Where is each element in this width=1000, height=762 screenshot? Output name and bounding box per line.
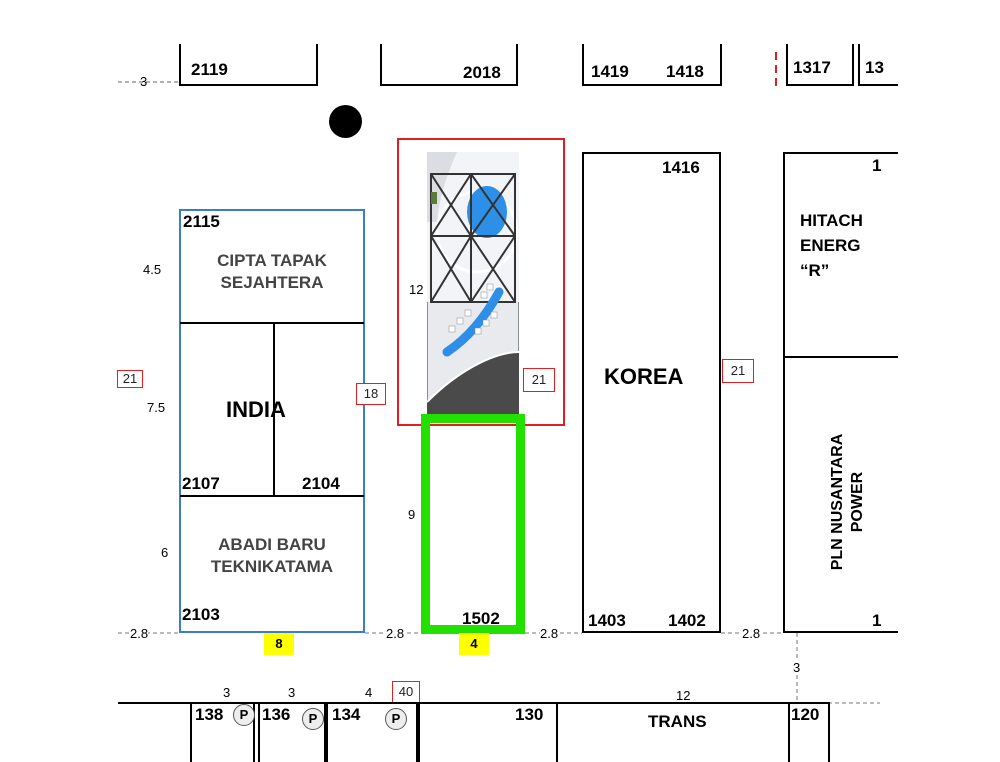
booth-134[interactable] — [326, 702, 418, 762]
booth-13-partial[interactable] — [858, 44, 898, 86]
parking-p-icon-1: P — [233, 704, 255, 726]
red-marker-icon — [775, 52, 777, 88]
aisle-dim-2-8-a: 2.8 — [130, 626, 149, 641]
aisle-dim-2-8-d: 2.8 — [742, 626, 761, 641]
dim-9: 9 — [408, 507, 416, 522]
pln-booth-num: 1 — [872, 611, 882, 630]
booth-1403-label: 1403 — [588, 611, 626, 630]
booth-2103-label: 2103 — [182, 605, 220, 624]
hitachi-booth-num: 1 — [872, 156, 882, 175]
selected-booth-red-outline[interactable] — [397, 138, 565, 426]
dim-12: 12 — [409, 282, 424, 297]
aisle-tag-18: 18 — [356, 383, 386, 405]
booth-2018-label: 2018 — [463, 63, 501, 82]
booth-2119-label: 2119 — [191, 60, 228, 79]
aisle-tag-21-right: 21 — [722, 359, 754, 383]
aisle-dim-2-8-c: 2.8 — [540, 626, 559, 641]
dim-6: 6 — [161, 545, 169, 560]
aisle-tag-21-mid: 21 — [523, 368, 555, 392]
booth-138-label: 138 — [195, 705, 224, 724]
hitachi-energy-name[interactable]: HITACH ENERG “R” — [800, 211, 863, 280]
booth-1502-green-outline[interactable] — [421, 414, 525, 634]
booth-1419-1418[interactable] — [582, 44, 722, 86]
cipta-tapak-name[interactable]: CIPTA TAPAK SEJAHTERA — [217, 251, 327, 292]
pillar-dot-icon — [329, 105, 362, 138]
booth-13-partial-label: 13 — [865, 58, 884, 77]
bottom-dim-3-b: 3 — [288, 685, 296, 700]
top-dim-line — [118, 81, 178, 83]
right-dim-3: 3 — [793, 660, 801, 675]
booth-2104-label: 2104 — [302, 474, 340, 493]
aisle-tag-21-left: 21 — [117, 370, 143, 388]
divider-hitachi — [784, 356, 898, 358]
booth-136-label: 136 — [262, 705, 291, 724]
trans-partial-label: TRANS — [648, 712, 707, 731]
yellow-tag-8: 8 — [264, 633, 294, 655]
booth-130[interactable] — [418, 702, 558, 762]
abadi-baru-name[interactable]: ABADI BARU TEKNIKATAMA — [210, 535, 334, 576]
booth-1317-label: 1317 — [793, 58, 831, 77]
block-hitachi-pln — [783, 152, 898, 633]
bottom-dim-3-a: 3 — [223, 685, 231, 700]
bottom-dim-4: 4 — [365, 685, 373, 700]
block-korea — [582, 152, 721, 633]
bottom-dim-12: 12 — [676, 688, 691, 703]
booth-1419-label: 1419 — [591, 62, 629, 81]
dim-4-5: 4.5 — [143, 262, 162, 277]
booth-1317[interactable] — [786, 44, 854, 86]
divider-india-split — [273, 323, 275, 496]
korea-name[interactable]: KOREA — [604, 364, 684, 389]
divider-india — [180, 495, 364, 497]
booth-1402-label: 1402 — [668, 611, 706, 630]
parking-p-icon-3: P — [385, 708, 407, 730]
booth-2119[interactable] — [179, 44, 318, 86]
parking-p-icon-2: P — [302, 708, 324, 730]
booth-1418-label: 1418 — [666, 62, 704, 81]
divider-cipta — [180, 322, 364, 324]
booth-130-label: 130 — [515, 705, 544, 724]
booth-2107-label: 2107 — [182, 474, 220, 493]
yellow-tag-4: 4 — [459, 633, 489, 655]
booth-1502-label: 1502 — [462, 609, 500, 628]
dim-7-5: 7.5 — [147, 400, 166, 415]
aisle-dim-2-8-b: 2.8 — [386, 626, 405, 641]
booth-120-label: 120 — [791, 705, 820, 724]
india-name[interactable]: INDIA — [226, 397, 286, 422]
booth-120[interactable] — [788, 702, 830, 762]
booth-134-label: 134 — [332, 705, 361, 724]
booth-2018[interactable] — [380, 44, 518, 86]
booth-2115-label: 2115 — [183, 212, 220, 231]
booth-rendering — [427, 152, 519, 416]
booth-1416-label: 1416 — [662, 158, 700, 177]
top-dim-3: 3 — [140, 74, 148, 89]
block-2115-2103 — [179, 209, 365, 633]
aisle-tag-40: 40 — [392, 681, 420, 703]
